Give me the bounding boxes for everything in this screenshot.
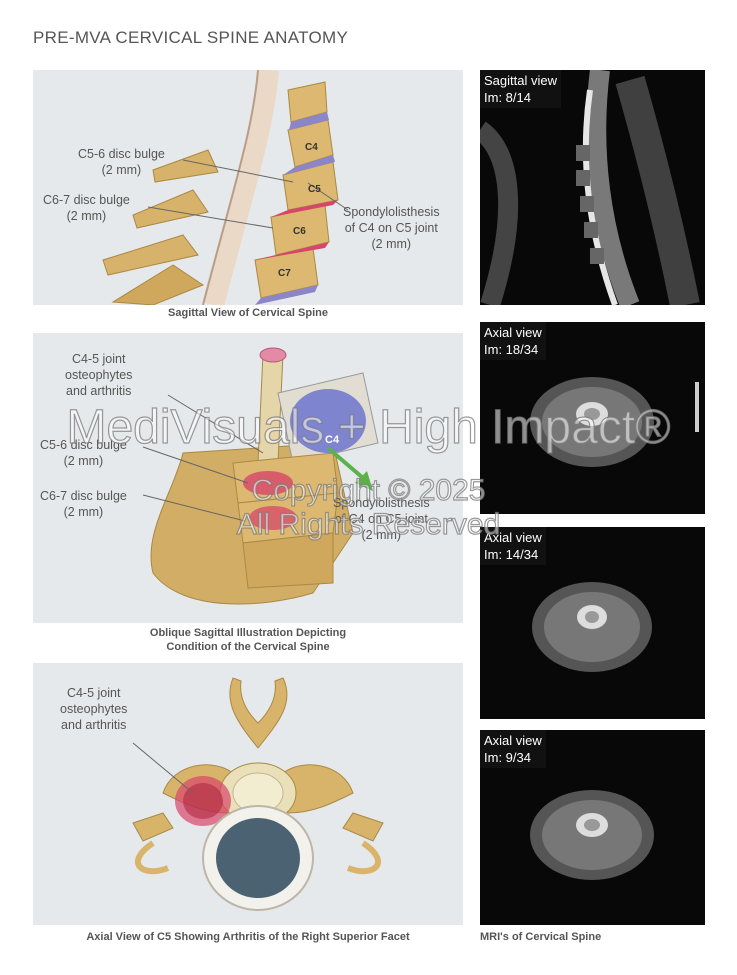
vertebra-label-c4: C4 [305,142,318,153]
mri-axial-1-label: Axial view Im: 18/34 [480,322,546,360]
mri-axial-2: Axial view Im: 14/34 [480,527,705,719]
mri-axial-1: Axial view Im: 18/34 [480,322,705,514]
oblique-caption: Oblique Sagittal Illustration Depicting … [149,627,347,653]
oblique-illustration-panel: C4 C4-5 joint osteophytes and arthritis … [33,333,463,623]
mri-axial-3: Axial view Im: 9/34 [480,730,705,925]
c45-joint-label: C4-5 joint osteophytes and arthritis [60,686,128,732]
vertebra-label-c5: C5 [308,184,321,195]
oblique-spine-illustration: C4 [142,347,379,605]
vertebra-label-c4: C4 [325,434,340,446]
spondylolisthesis-label: Spondylolisthesis of C4 on C5 joint (2 m… [343,205,440,251]
c56-disc-bulge-label: C5-6 disc bulge (2 mm) [78,147,165,177]
mri-axial-3-label: Axial view Im: 9/34 [480,730,546,768]
mri-caption: MRI's of Cervical Spine [480,931,602,943]
spondylolisthesis-label: Spondylolisthesis of C4 on C5 joint (2 m… [333,496,430,542]
vertebra-label-c7: C7 [278,268,291,279]
axial-illustration-panel: C4-5 joint osteophytes and arthritis [33,663,463,925]
axial-caption: Axial View of C5 Showing Arthritis of th… [86,931,410,943]
c67-disc-bulge-label: C6-7 disc bulge (2 mm) [43,193,130,223]
mri-axial-2-label: Axial view Im: 14/34 [480,527,546,565]
mri-sagittal: Sagittal view Im: 8/14 [480,70,705,305]
vertebra-label-c6: C6 [293,226,306,237]
c56-disc-bulge-label: C5-6 disc bulge (2 mm) [40,438,127,468]
c45-joint-label: C4-5 joint osteophytes and arthritis [65,352,133,398]
sagittal-spine-illustration: C4 C5 C6 C7 [102,70,349,305]
c67-disc-bulge-label: C6-7 disc bulge (2 mm) [40,489,127,519]
mri-sagittal-label: Sagittal view Im: 8/14 [480,70,561,108]
sagittal-caption: Sagittal View of Cervical Spine [168,307,328,319]
page-title: PRE-MVA CERVICAL SPINE ANATOMY [33,28,349,47]
axial-c5-illustration [132,677,384,911]
sagittal-illustration-panel: C4 C5 C6 C7 C5-6 disc bulge (2 mm) C6-7 … [33,70,463,305]
